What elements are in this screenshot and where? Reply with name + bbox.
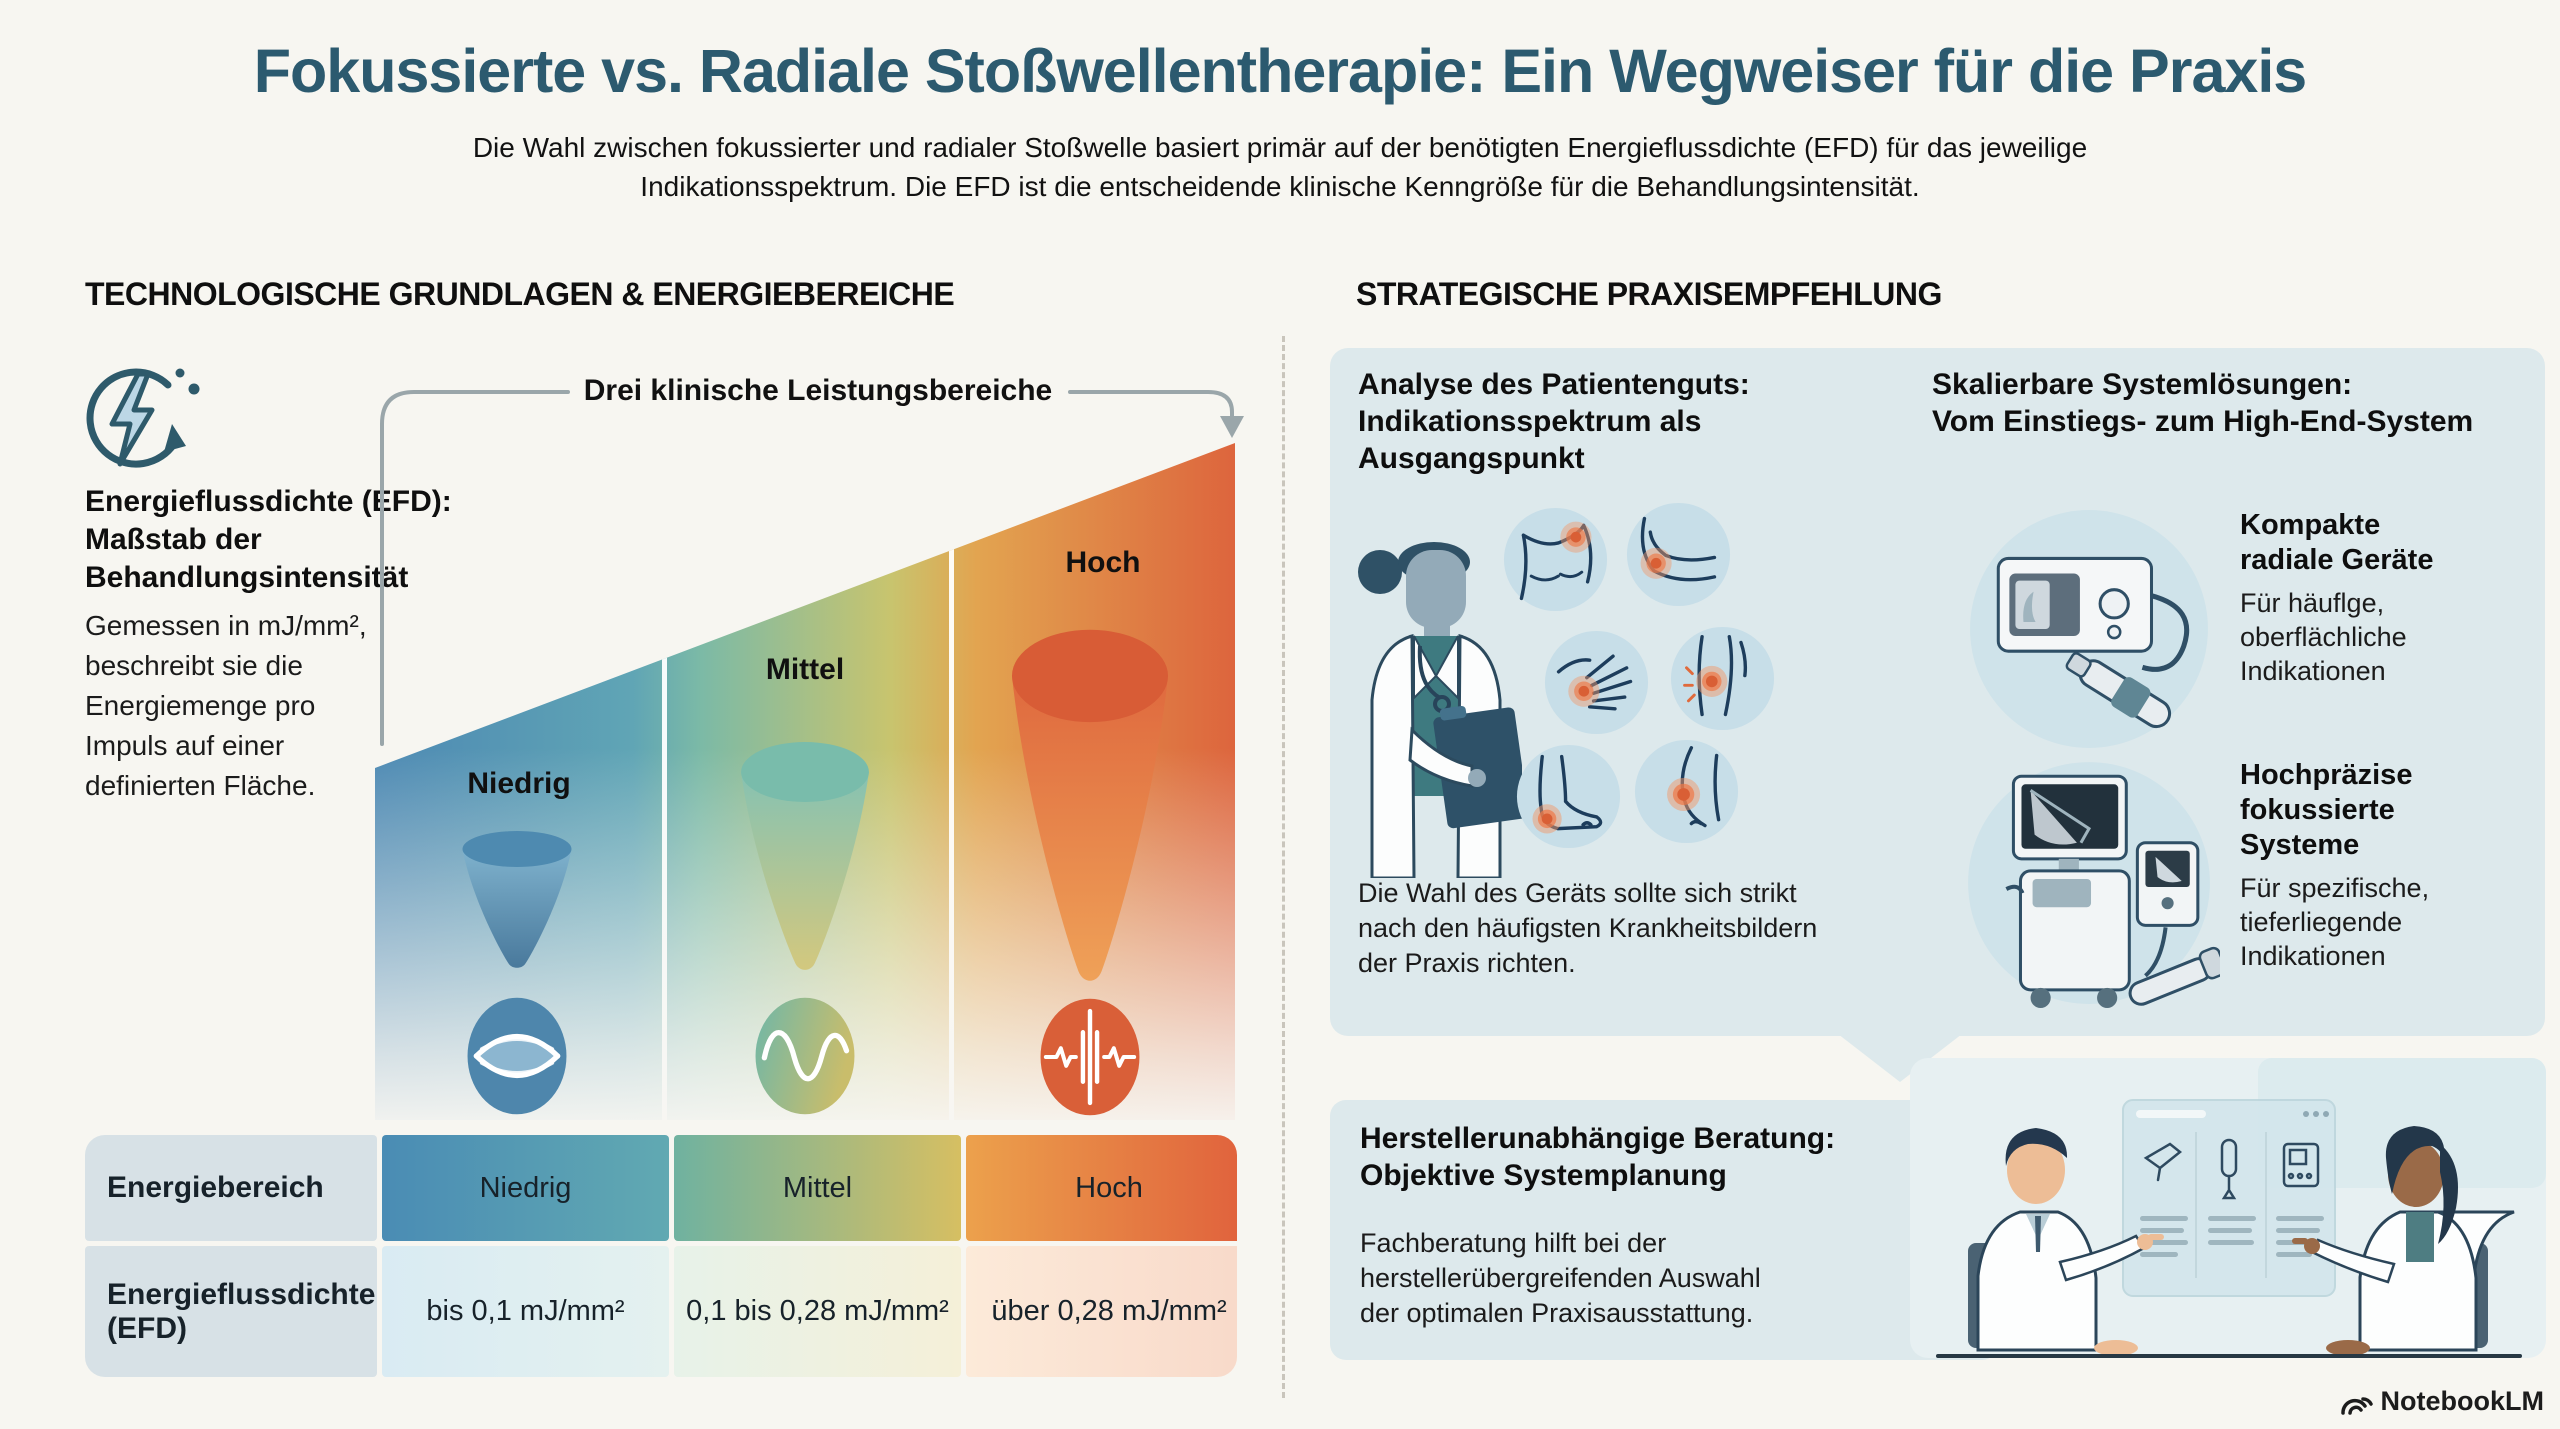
brand-name: NotebookLM bbox=[2380, 1386, 2544, 1416]
focused-pulse-wave-icon bbox=[1040, 998, 1140, 1116]
range-bracket-line bbox=[380, 390, 1244, 746]
focused-device-description: Für spezifische, tieferliegende Indikati… bbox=[2240, 873, 2430, 971]
level-label-mid: Mittel bbox=[765, 653, 845, 686]
radial-device-illustration bbox=[1970, 510, 2208, 748]
indication-knee-icon bbox=[1670, 626, 1775, 731]
consulting-description: Fachberatung hilft bei der herstellerübe… bbox=[1360, 1228, 1761, 1328]
table-cell-hoch: Hoch bbox=[966, 1135, 1237, 1241]
efd-description: Gemessen in mJ/mm², beschreibt sie die E… bbox=[85, 610, 367, 801]
brand-watermark: NotebookLM bbox=[2339, 1386, 2544, 1417]
recommendation-panel bbox=[1330, 348, 2545, 1036]
energy-table: Energiebereich Niedrig Mittel Hoch Energ… bbox=[85, 1135, 1237, 1377]
radial-device-text: Kompakte radiale Geräte Für häuflge, obe… bbox=[2240, 508, 2540, 688]
sine-wave-icon bbox=[755, 997, 855, 1115]
table-cell-mittel: Mittel bbox=[674, 1135, 961, 1241]
consulting-heading: Herstellerunabhängige Beratung: Objektiv… bbox=[1360, 1122, 1836, 1192]
notebooklm-logo-icon bbox=[2340, 1396, 2373, 1415]
page-title: Fokussierte vs. Radiale Stoßwellentherap… bbox=[253, 37, 2307, 105]
bracket-label: Drei klinische Leistungsbereiche bbox=[583, 374, 1053, 407]
focused-device-title: Hochpräzise fokussierte Systeme bbox=[2240, 759, 2413, 861]
level-label-low: Niedrig bbox=[467, 767, 571, 800]
level-label-high: Hoch bbox=[1065, 546, 1141, 579]
focused-device-text: Hochpräzise fokussierte Systeme Für spez… bbox=[2240, 758, 2540, 973]
indication-foot-icon bbox=[1516, 744, 1621, 849]
table-cell-efd-niedrig: bis 0,1 mJ/mm² bbox=[382, 1246, 669, 1377]
efd-heading: Energieflussdichte (EFD): Maßstab der Be… bbox=[85, 485, 452, 594]
indication-hip-icon bbox=[1634, 739, 1739, 844]
table-cell-niedrig: Niedrig bbox=[382, 1135, 669, 1241]
radial-device-title: Kompakte radiale Geräte bbox=[2240, 509, 2434, 576]
doctor-illustration bbox=[1358, 542, 1522, 878]
indication-shoulder-icon bbox=[1503, 507, 1608, 612]
right-section-title: STRATEGISCHE PRAXISEMPFEHLUNG bbox=[1356, 276, 1942, 312]
consultation-illustration bbox=[1910, 1058, 2546, 1358]
table-cell-efd-mittel: 0,1 bis 0,28 mJ/mm² bbox=[674, 1246, 961, 1377]
left-section-title: TECHNOLOGISCHE GRUNDLAGEN & ENERGIEBEREI… bbox=[85, 276, 955, 312]
consulting-panel bbox=[1330, 1100, 1998, 1360]
page-subtitle: Die Wahl zwischen fokussierter und radia… bbox=[472, 132, 2088, 202]
systems-heading: Skalierbare Systemlösungen: Vom Einstieg… bbox=[1932, 368, 2474, 438]
table-row2-header: Energieflussdichte (EFD) bbox=[85, 1246, 377, 1377]
radial-device-description: Für häuflge, oberflächliche Indikationen bbox=[2240, 588, 2407, 686]
indication-elbow-icon bbox=[1626, 502, 1731, 607]
section-divider bbox=[1282, 336, 1285, 1398]
indication-hand-icon bbox=[1544, 630, 1649, 735]
high-energy-cone bbox=[1011, 629, 1169, 981]
table-row1-header: Energiebereich bbox=[85, 1135, 377, 1241]
low-energy-cone bbox=[462, 831, 572, 968]
table-cell-efd-hoch: über 0,28 mJ/mm² bbox=[966, 1246, 1237, 1377]
analysis-heading: Analyse des Patientenguts: Indikationssp… bbox=[1358, 368, 1750, 475]
mid-energy-cone bbox=[741, 742, 869, 970]
focused-device-illustration bbox=[1968, 762, 2220, 1008]
analysis-note: Die Wahl des Geräts sollte sich strikt n… bbox=[1358, 878, 1818, 978]
radial-pressure-wave-icon bbox=[467, 997, 567, 1115]
energy-flux-icon bbox=[86, 368, 200, 468]
